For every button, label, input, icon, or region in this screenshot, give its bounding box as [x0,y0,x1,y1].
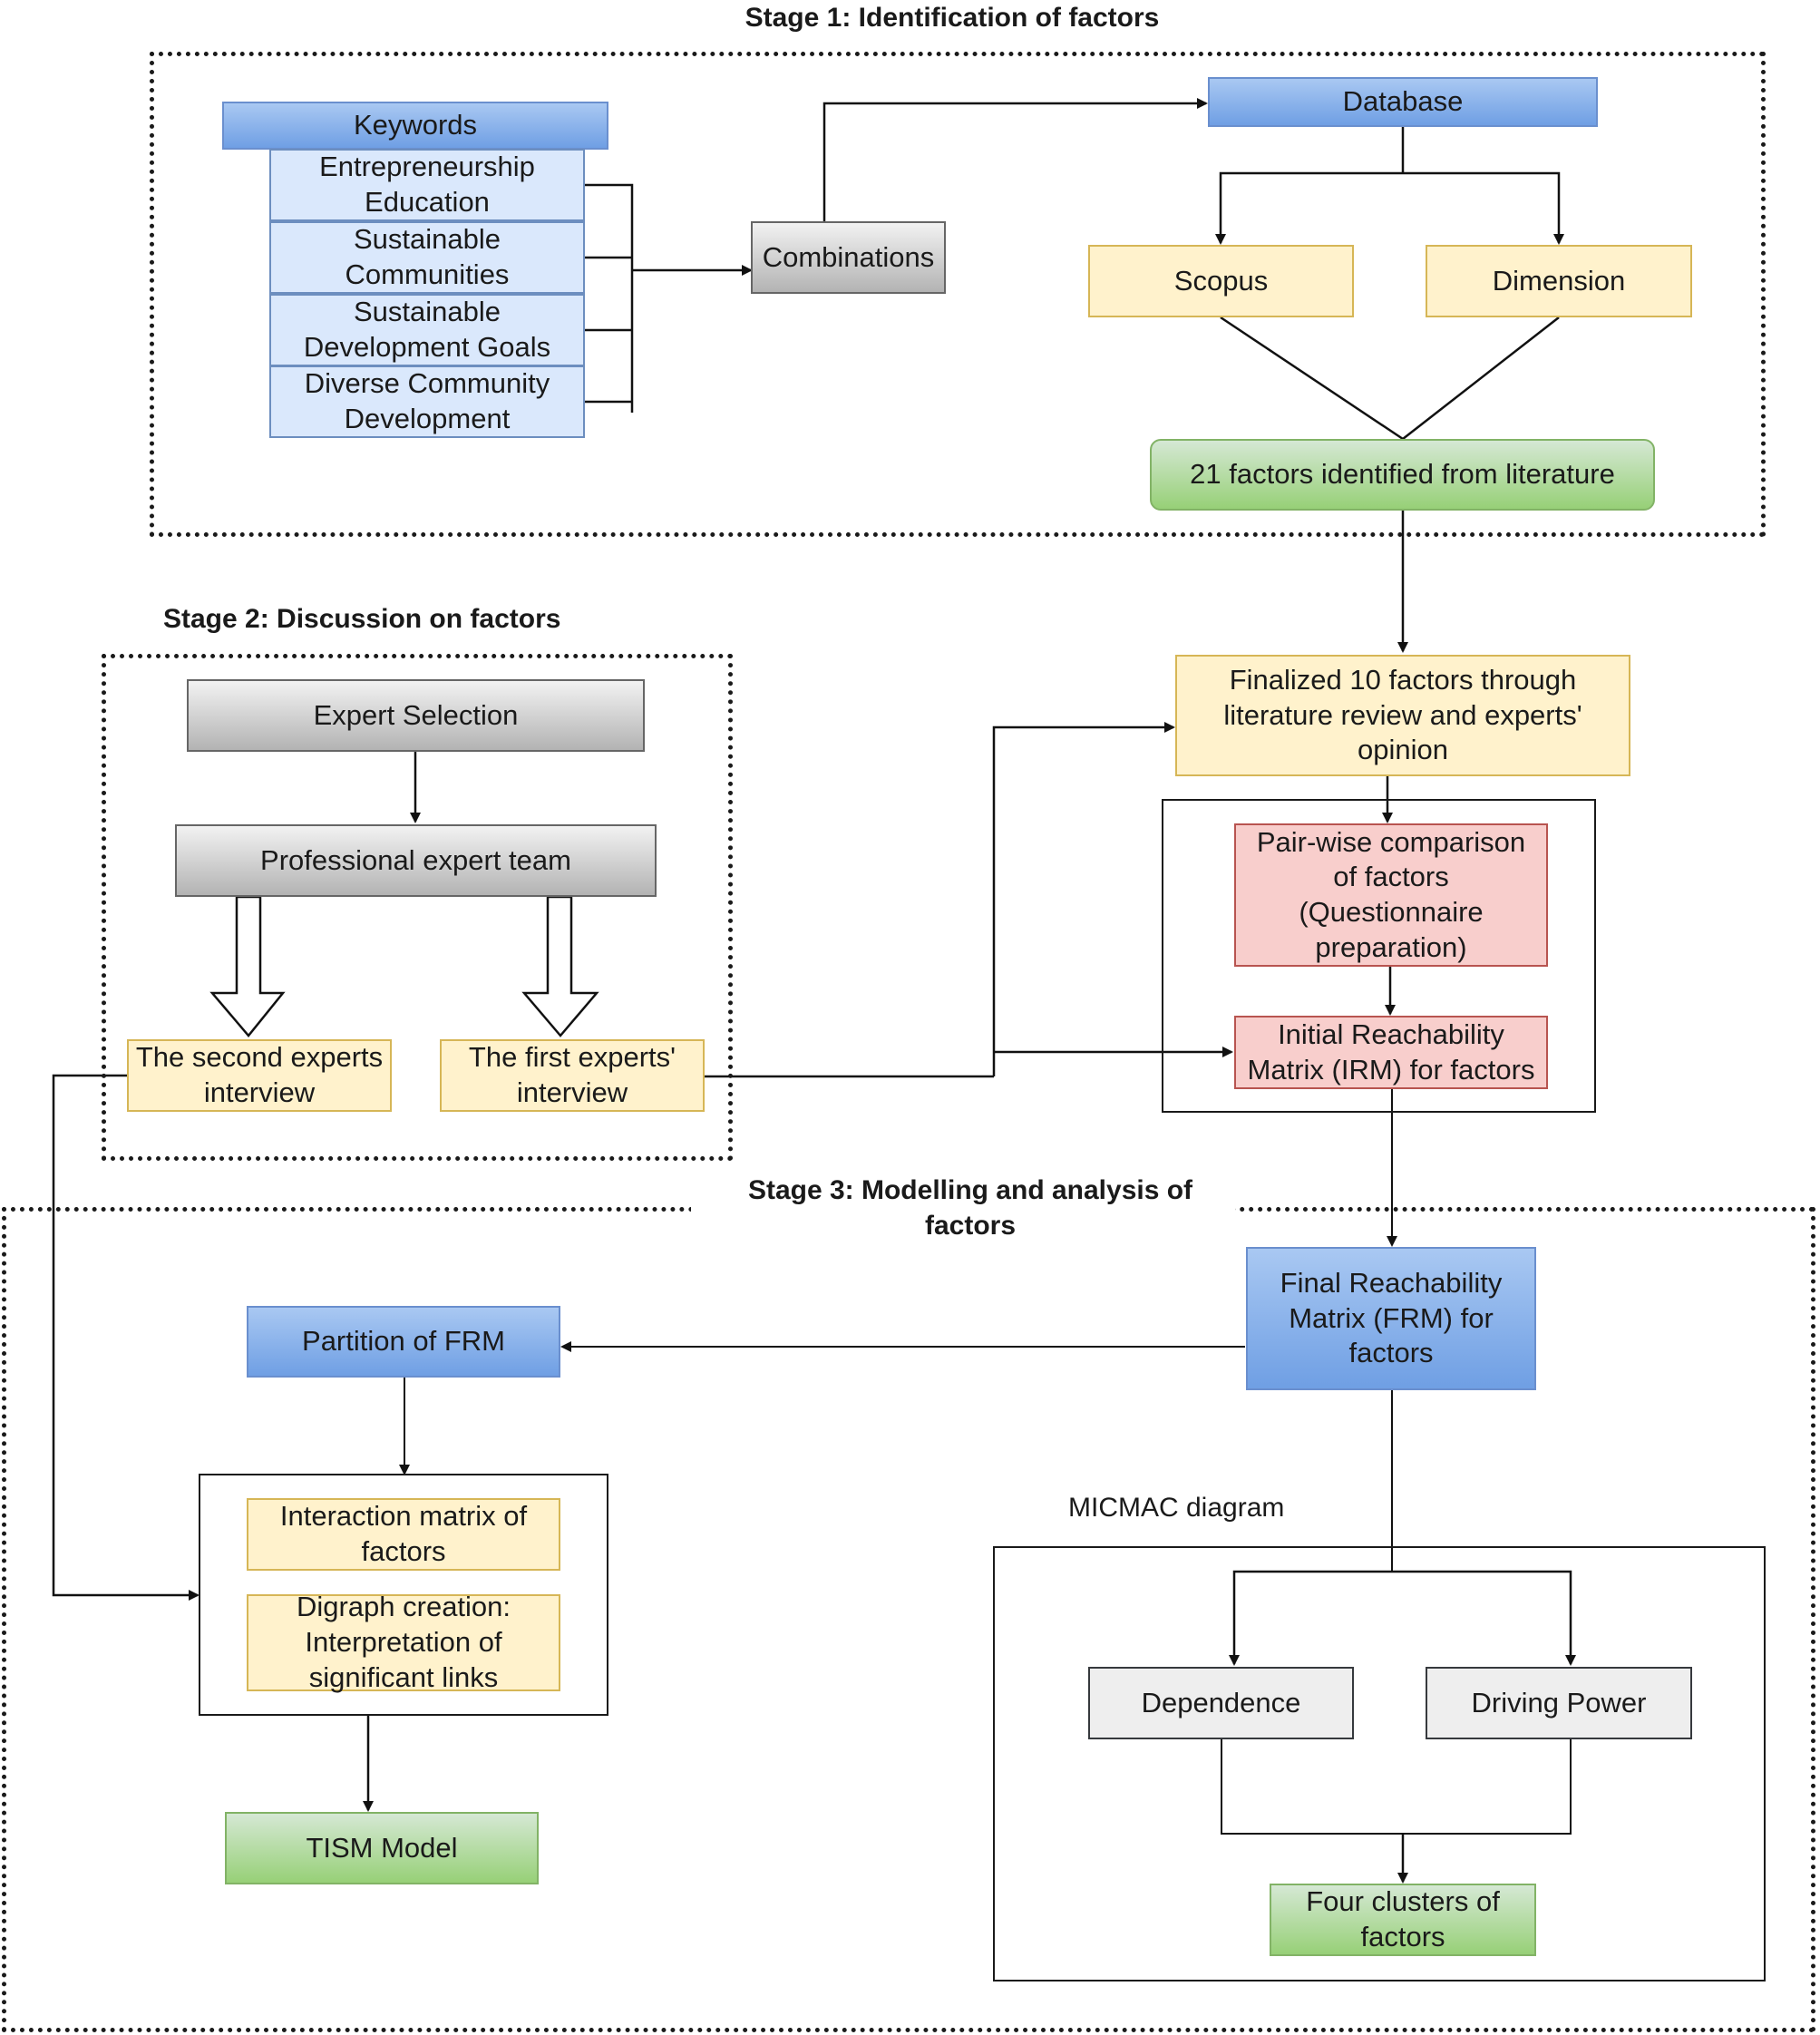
dimension-to-factors [1402,316,1560,440]
dependence-driving-merge [1221,1739,1572,1835]
keyword-bracket [585,183,634,413]
finalized-factors-box: Finalized 10 factors through literature … [1175,655,1630,776]
four-clusters-box: Four clusters of factors [1270,1884,1536,1956]
stage1-frame [150,52,1766,537]
arrow-second-interview-to-tism-inputs [52,1074,200,1601]
scopus-box: Scopus [1088,245,1354,317]
hollow-arrow-to-first-interview [521,895,599,1037]
final-reachability-matrix-box: Final Reachability Matrix (FRM) for fact… [1246,1247,1536,1390]
dependence-box: Dependence [1088,1667,1354,1739]
tism-model-box: TISM Model [225,1812,539,1884]
second-experts-interview-box: The second experts interview [127,1039,392,1112]
stage2-title: Stage 2: Discussion on factors [163,604,561,634]
stage1-title: Stage 1: Identification of factors [745,3,1160,33]
arrow-database-to-dimension [1403,171,1564,245]
arrow-interview-to-finalized [992,722,1175,1076]
interaction-matrix-box: Interaction matrix of factors [247,1498,560,1571]
driving-power-box: Driving Power [1426,1667,1692,1739]
database-box: Database [1208,77,1598,127]
initial-reachability-matrix-box: Initial Reachability Matrix (IRM) for fa… [1234,1016,1548,1089]
expert-selection-box: Expert Selection [187,679,645,752]
digraph-creation-box: Digraph creation: Interpretation of sign… [247,1591,560,1693]
keyword-diverse-community-development: Diverse Community Development [269,365,585,438]
arrow-combinations-to-database [822,98,1208,221]
expert-team-box: Professional expert team [175,824,657,897]
pairwise-comparison-box: Pair-wise comparison of factors (Questio… [1234,823,1548,967]
hollow-arrow-to-second-interview [209,895,286,1037]
tism-inputs-frame [199,1474,608,1716]
micmac-frame [993,1546,1766,1981]
factors-identified-box: 21 factors identified from literature [1150,439,1655,511]
micmac-diagram-label: MICMAC diagram [1068,1493,1285,1523]
keyword-sustainable-development-goals: Sustainable Development Goals [269,294,585,366]
keyword-sustainable-communities: Sustainable Communities [269,221,585,294]
stage2-frame [102,654,733,1161]
combinations-box: Combinations [751,221,946,294]
first-experts-interview-box: The first experts' interview [440,1039,705,1112]
arrow-micmac-to-dependence [1229,1570,1392,1666]
keywords-header: Keywords [222,102,608,150]
keyword-entrepreneurship-education: Entrepreneurship Education [269,149,585,221]
stage3-title: Stage 3: Modelling and analysis of facto… [747,1175,1193,1241]
partition-of-frm-box: Partition of FRM [247,1306,560,1378]
arrow-database-to-scopus [1215,171,1403,245]
questionnaire-frame [1162,799,1596,1113]
arrow-micmac-to-driving-power [1392,1570,1576,1666]
scopus-to-factors [1220,316,1404,441]
dimension-box: Dimension [1426,245,1692,317]
